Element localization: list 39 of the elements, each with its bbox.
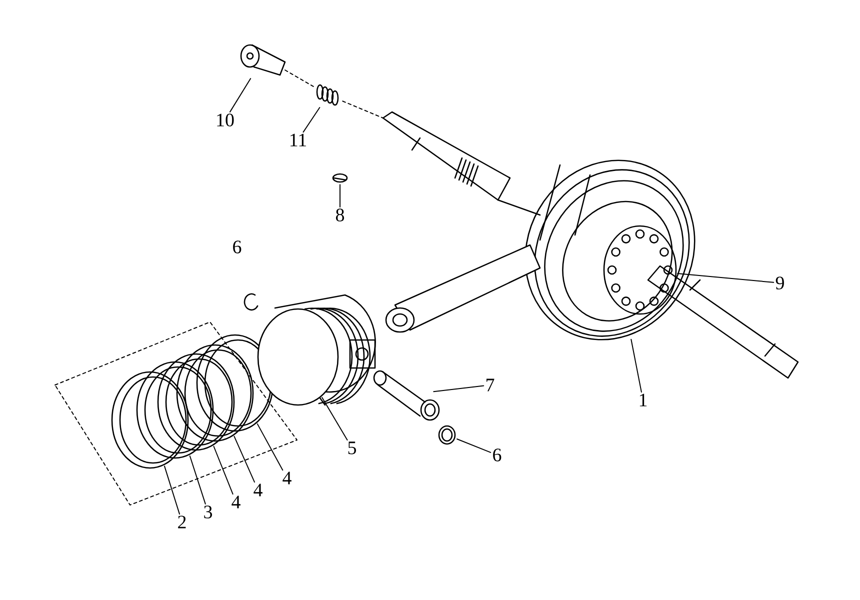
piston-ring-drawing <box>111 371 189 469</box>
key-drawing <box>332 173 348 183</box>
piston-drawing <box>257 294 376 406</box>
callout-number: 5 <box>348 442 356 454</box>
leader-line <box>189 456 206 504</box>
callout-number: 10 <box>217 114 234 126</box>
callout-number: 4 <box>254 484 262 496</box>
leader-line <box>322 397 348 441</box>
piston-ring-drawing <box>176 344 254 442</box>
callout-number: 7 <box>486 378 494 392</box>
crankshaft-drawing <box>382 111 799 379</box>
callout-number: 4 <box>282 472 292 484</box>
leader-line <box>456 438 492 453</box>
leader-line <box>256 423 284 471</box>
callout-number: 6 <box>233 240 242 254</box>
callout-number: 8 <box>336 208 344 222</box>
plug-drawing <box>240 44 286 76</box>
callout-number: 11 <box>290 134 306 146</box>
callout-number: 6 <box>493 448 502 462</box>
piston-pin-drawing <box>373 370 440 421</box>
leader-line <box>234 436 255 483</box>
circlip-drawing <box>438 425 456 445</box>
piston-ring-drawing <box>136 361 214 459</box>
assembly-line <box>284 70 314 87</box>
leader-line <box>677 272 774 283</box>
leader-line <box>302 106 320 133</box>
piston-ring-drawing <box>157 353 235 451</box>
bearing-drawing <box>603 225 677 315</box>
leader-line <box>213 446 234 495</box>
spring-drawing <box>316 84 339 106</box>
assembly-line <box>342 100 384 118</box>
leader-line <box>164 466 180 515</box>
callout-number: 1 <box>640 394 647 406</box>
leader-line <box>433 385 484 392</box>
leader-line <box>229 78 252 112</box>
callout-number: 3 <box>204 506 212 518</box>
callout-number: 2 <box>178 516 186 528</box>
callout-number: 4 <box>232 496 240 508</box>
leader-line <box>630 338 642 393</box>
